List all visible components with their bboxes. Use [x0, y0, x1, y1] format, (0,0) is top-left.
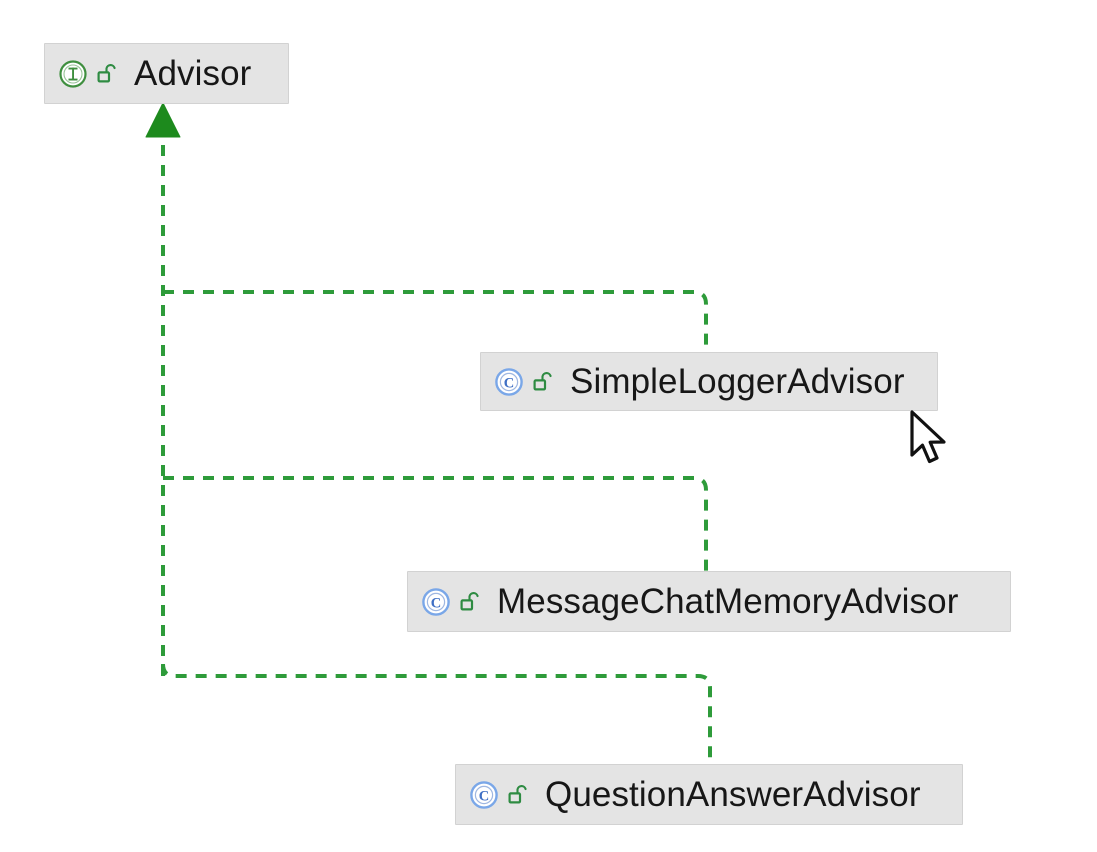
open-padlock-icon — [533, 371, 552, 390]
interface-circle-i-icon — [59, 59, 87, 88]
mouse-arrow-pointer-icon — [910, 410, 946, 464]
svg-text:C: C — [504, 375, 514, 391]
edge-simple-logger-advisor — [163, 290, 708, 352]
svg-text:C: C — [479, 788, 489, 804]
class-circle-c-icon: C — [495, 367, 523, 396]
realization-edges — [145, 102, 712, 764]
realization-arrowhead — [145, 102, 181, 138]
edge-message-chat-memory-advisor — [163, 476, 708, 571]
edge-question-answer-advisor — [161, 663, 712, 764]
class-node-label: QuestionAnswerAdvisor — [545, 775, 921, 814]
class-node-advisor[interactable]: Advisor — [44, 43, 289, 104]
open-padlock-icon — [97, 63, 116, 82]
class-node-question-answer-advisor[interactable]: C QuestionAnswerAdvisor — [455, 764, 963, 825]
class-circle-c-icon: C — [422, 587, 450, 616]
class-node-label: Advisor — [134, 54, 252, 93]
class-node-label: SimpleLoggerAdvisor — [570, 362, 905, 401]
open-padlock-icon — [508, 784, 527, 803]
open-padlock-icon — [460, 591, 479, 610]
class-node-label: MessageChatMemoryAdvisor — [497, 582, 959, 621]
svg-text:C: C — [431, 595, 441, 611]
class-node-message-chat-memory-advisor[interactable]: C MessageChatMemoryAdvisor — [407, 571, 1011, 632]
class-node-simple-logger-advisor[interactable]: C SimpleLoggerAdvisor — [480, 352, 938, 411]
class-circle-c-icon: C — [470, 780, 498, 809]
